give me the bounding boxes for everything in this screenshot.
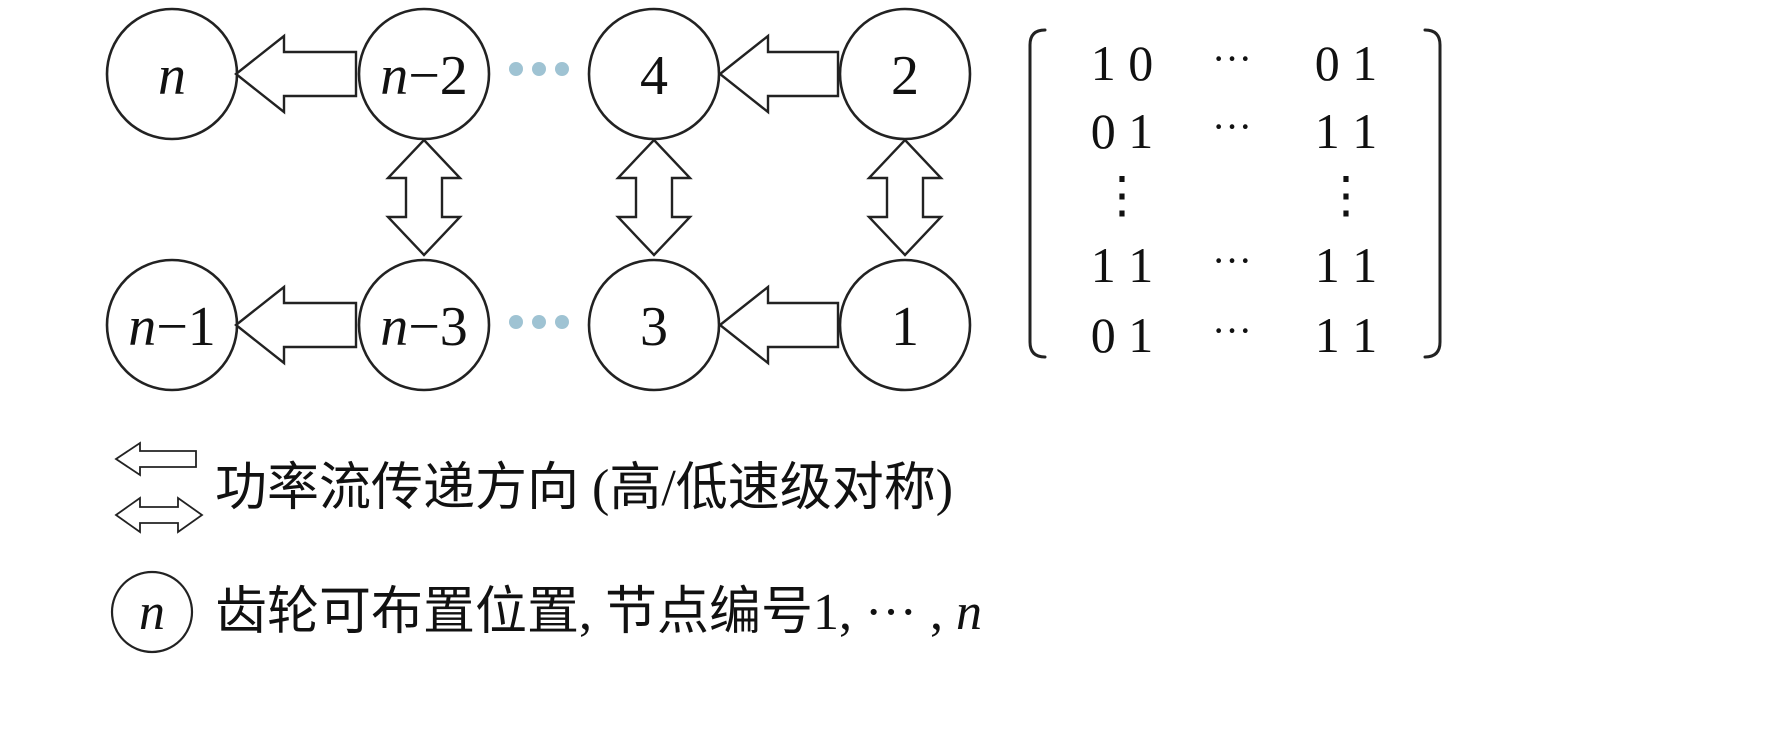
matrix-right-bracket — [1423, 28, 1442, 359]
node-n-minus-1-label: n−1 — [128, 296, 216, 358]
matrix-cell: 0 1 — [1091, 307, 1154, 363]
matrix-cell: ··· — [1212, 308, 1252, 353]
matrix-cell: ⋮ — [1321, 167, 1371, 223]
matrix-cell: ⋮ — [1097, 167, 1147, 223]
matrix-cell: ··· — [1212, 238, 1252, 283]
arrow-left-icon — [718, 33, 840, 115]
node-3: 3 — [587, 258, 721, 392]
node-n-minus-1-italic: n — [128, 296, 156, 358]
legend-node-text: 齿轮可布置位置, 节点编号1, ··· , n — [215, 584, 982, 641]
matrix-cell: 1 0 — [1091, 35, 1154, 91]
legend-arrow-left-icon — [114, 441, 197, 477]
node-4: 4 — [587, 7, 721, 141]
node-n-label: n — [158, 45, 186, 107]
node-1-circle — [838, 258, 972, 392]
arrow-left-icon — [234, 33, 358, 115]
arrow-left-icon — [234, 284, 358, 366]
legend: 功率流传递方向 (高/低速级对称) n 齿轮可布置位置, 节点编号1, ··· … — [110, 441, 982, 654]
matrix-cell: 1 1 — [1315, 103, 1378, 159]
matrix-cell: ··· — [1212, 36, 1252, 81]
node-3-label: 3 — [640, 296, 668, 358]
node-n-minus-3-circle — [357, 258, 491, 392]
node-n-minus-2: n−2 — [357, 7, 491, 141]
node-n-minus-3-suffix: −3 — [408, 296, 468, 358]
node-n-minus-1-suffix: −1 — [156, 296, 216, 358]
legend-double-arrow-icon — [114, 496, 204, 534]
double-arrow-vertical-icon — [385, 138, 463, 257]
node-n-minus-3-label: n−3 — [380, 296, 468, 358]
node-n-minus-3: n−3 — [357, 258, 491, 392]
node-n-minus-2-italic: n — [380, 45, 408, 107]
matrix-cell: 1 1 — [1315, 237, 1378, 293]
legend-node-text-prefix: 齿轮可布置位置, 节点编号1, ··· , — [215, 584, 956, 641]
matrix-cell: 0 1 — [1315, 35, 1378, 91]
node-1: 1 — [838, 258, 972, 392]
double-arrow-vertical-icon — [866, 138, 944, 257]
ellipsis-dots-icon — [509, 62, 569, 76]
node-n-minus-2-label: n−2 — [380, 45, 468, 107]
matrix-cell: 1 1 — [1091, 237, 1154, 293]
arrow-left-icon — [718, 284, 840, 366]
matrix-cell: ··· — [1212, 104, 1252, 149]
node-2: 2 — [838, 7, 972, 141]
legend-node-circle — [110, 570, 194, 654]
node-n-minus-3-italic: n — [380, 296, 408, 358]
legend-arrow-text: 功率流传递方向 (高/低速级对称) — [215, 460, 953, 517]
node-n-minus-2-suffix: −2 — [408, 45, 468, 107]
node-1-label: 1 — [891, 296, 919, 358]
matrix-cell: 1 1 — [1315, 307, 1378, 363]
node-4-label: 4 — [640, 45, 668, 107]
ellipsis-dots-icon — [509, 315, 569, 329]
legend-node-text-italic: n — [956, 584, 982, 641]
node-2-label: 2 — [891, 45, 919, 107]
node-n: n — [105, 7, 239, 141]
double-arrow-vertical-icon — [615, 138, 693, 257]
matrix: 1 0 ··· 0 1 0 1 ··· 1 1 ⋮ ⋮ 1 1 ··· 1 1 … — [1091, 35, 1378, 363]
legend-node-symbol: n — [139, 584, 165, 641]
node-n-minus-1: n−1 — [105, 258, 239, 392]
matrix-cell: 0 1 — [1091, 103, 1154, 159]
matrix-left-bracket — [1028, 28, 1047, 359]
